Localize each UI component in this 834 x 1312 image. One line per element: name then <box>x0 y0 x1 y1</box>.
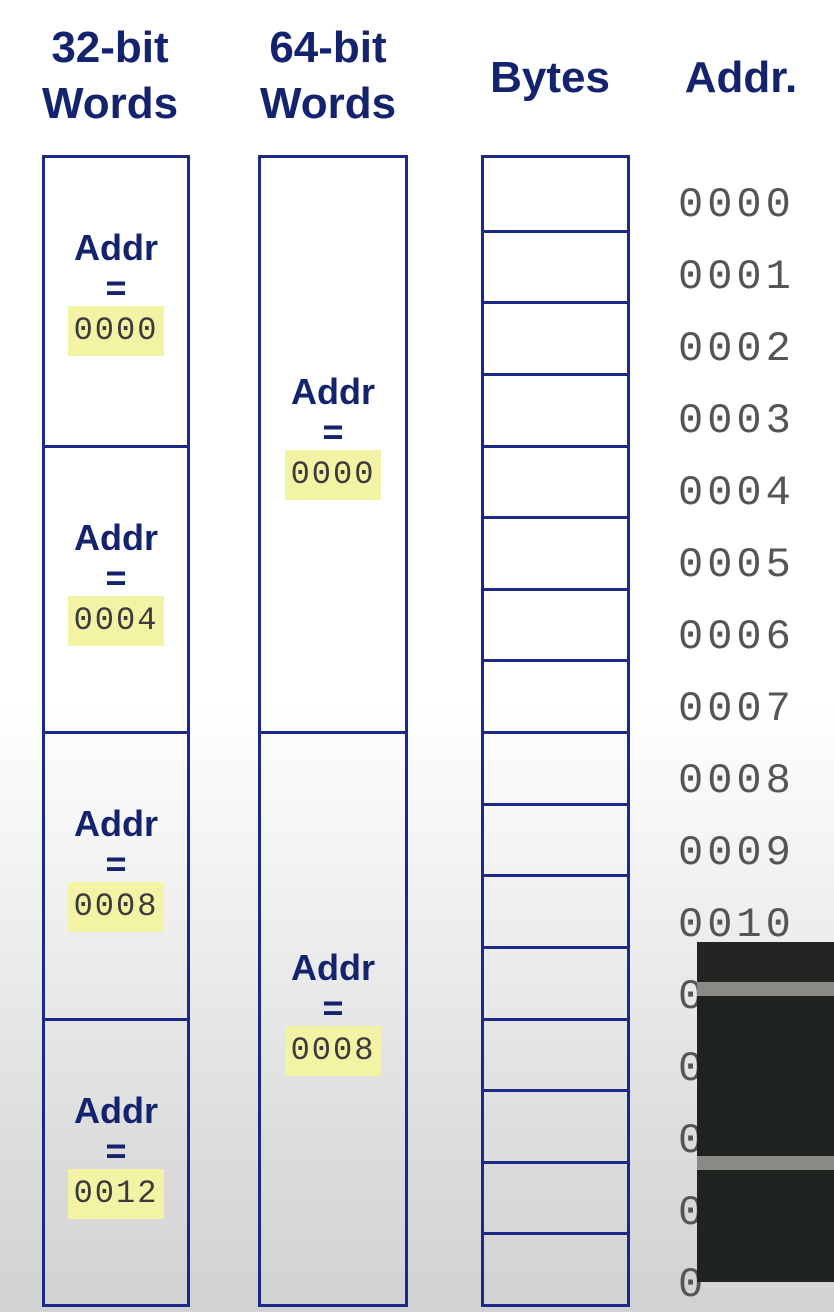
byte-cell <box>484 945 627 1018</box>
address-label: 0008 <box>678 757 795 805</box>
word32-addr-value-2: 0008 <box>67 882 165 933</box>
word32-label-3: Addr=0012 <box>45 1089 187 1219</box>
word32-equals-3: = <box>105 1129 127 1171</box>
address-label: 0002 <box>678 325 795 373</box>
address-label: 0010 <box>678 901 795 949</box>
byte-cell <box>484 372 627 445</box>
byte-cell <box>484 158 627 230</box>
word64-cell-0: Addr=0000 <box>261 158 405 731</box>
address-label: 0006 <box>678 613 795 661</box>
byte-cell <box>484 229 627 302</box>
word64-addr-word-1: Addr <box>291 946 375 988</box>
word64-equals-0: = <box>322 410 344 452</box>
word64-addr-value-0: 0000 <box>284 449 382 500</box>
byte-cell <box>484 1232 627 1304</box>
word32-cell-1: Addr=0004 <box>45 444 187 732</box>
video-inset <box>697 942 834 1282</box>
byte-cell <box>484 1017 627 1090</box>
word32-cell-3: Addr=0012 <box>45 1017 187 1305</box>
byte-cell <box>484 659 627 731</box>
word32-addr-word-2: Addr <box>74 803 158 845</box>
address-label: 0000 <box>678 181 795 229</box>
word32-label-0: Addr=0000 <box>45 226 187 357</box>
chalkboard-rail-bottom <box>697 1156 834 1170</box>
byte-cell <box>484 1160 627 1233</box>
word64-cell-1: Addr=0008 <box>261 731 405 1304</box>
chalkboard <box>697 996 834 1156</box>
word32-addr-word-3: Addr <box>74 1089 158 1131</box>
header-64bit-line2: Words <box>259 79 397 128</box>
word32-equals-2: = <box>105 843 127 885</box>
header-addr: Addr. <box>684 53 798 102</box>
word64-equals-1: = <box>322 986 344 1028</box>
address-label: 0001 <box>678 253 795 301</box>
word32-addr-value-0: 0000 <box>67 306 165 357</box>
address-label: 0005 <box>678 541 795 589</box>
header-bytes: Bytes <box>490 53 610 102</box>
address-label: 0009 <box>678 829 795 877</box>
address-label: 0007 <box>678 685 795 733</box>
word32-equals-1: = <box>105 556 127 598</box>
address-label: 0004 <box>678 469 795 517</box>
word64-addr-word-0: Addr <box>291 370 375 412</box>
header-64bit-words: 64-bit Words <box>246 20 410 132</box>
word64-label-0: Addr=0000 <box>261 370 405 500</box>
byte-cell <box>484 444 627 517</box>
byte-cell <box>484 301 627 373</box>
word32-addr-word-1: Addr <box>74 516 158 558</box>
word64-label-1: Addr=0008 <box>261 946 405 1076</box>
byte-cell <box>484 1089 627 1161</box>
word32-addr-word-0: Addr <box>74 227 158 269</box>
byte-cell <box>484 587 627 660</box>
word32-addr-value-1: 0004 <box>67 595 165 646</box>
byte-cell <box>484 516 627 588</box>
byte-cell <box>484 731 627 803</box>
header-64bit-line1: 64-bit <box>269 23 387 72</box>
byte-cell <box>484 802 627 875</box>
word32-equals-0: = <box>105 267 127 309</box>
bytes-column <box>481 155 630 1307</box>
header-32bit-line1: 32-bit <box>51 23 169 72</box>
word32-cell-0: Addr=0000 <box>45 158 187 445</box>
header-32bit-line2: Words <box>41 79 179 128</box>
word32-cell-2: Addr=0008 <box>45 731 187 1018</box>
address-label: 0003 <box>678 397 795 445</box>
chalkboard-rail-top <box>697 982 834 996</box>
word32-label-2: Addr=0008 <box>45 802 187 933</box>
word32-addr-value-3: 0012 <box>67 1168 165 1219</box>
chalkboard-lower <box>697 1170 834 1282</box>
word32-label-1: Addr=0004 <box>45 516 187 646</box>
byte-cell <box>484 874 627 946</box>
header-32bit-words: 32-bit Words <box>28 20 192 132</box>
word64-addr-value-1: 0008 <box>284 1025 382 1076</box>
